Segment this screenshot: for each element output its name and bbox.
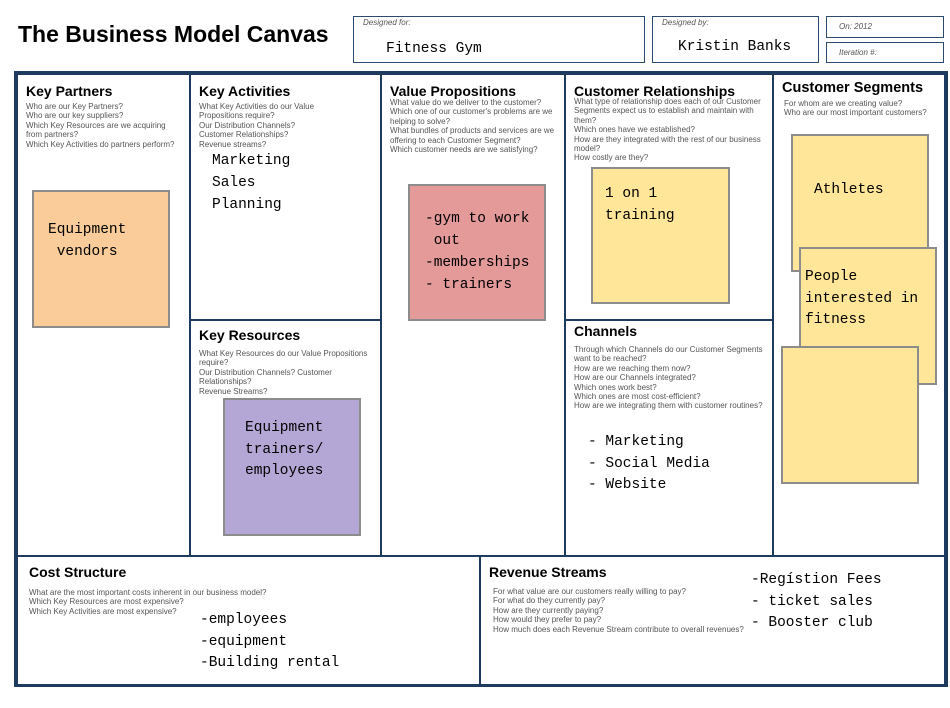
sticky-note-orange[interactable]: Equipment vendors <box>32 190 170 328</box>
key-partners-section: Key Partners Who are our Key Partners? W… <box>18 75 189 555</box>
sticky-note-pink[interactable]: -gym to work out-memberships- trainers <box>408 184 546 321</box>
iteration-label: Iteration #: <box>839 48 877 57</box>
cost-structure-title: Cost Structure <box>29 564 127 580</box>
channels-title: Channels <box>574 323 638 339</box>
designed-by-value: Kristin Banks <box>678 39 792 55</box>
key-resources-questions: What Key Resources do our Value Proposit… <box>199 349 368 396</box>
key-activities-questions: What Key Activities do our Value Proposi… <box>199 102 315 149</box>
revenue-streams-questions: For what value are our customers really … <box>493 587 744 634</box>
key-activities-title: Key Activities <box>199 83 291 99</box>
cost-structure-section: Cost Structure What are the most importa… <box>18 557 479 684</box>
iteration-box[interactable]: Iteration #: <box>826 42 944 63</box>
sticky-note-yellow[interactable] <box>781 346 919 484</box>
note-text: Athletes <box>814 182 884 198</box>
value-propositions-questions: What value do we deliver to the customer… <box>390 98 555 155</box>
customer-relationships-questions: What type of relationship does each of o… <box>574 97 761 163</box>
key-resources-title: Key Resources <box>199 327 301 343</box>
customer-relationships-title: Customer Relationships <box>574 83 736 99</box>
customer-segments-questions: For whom are we creating value? Who are … <box>784 99 927 118</box>
channels-questions: Through which Channels do our Customer S… <box>574 345 763 411</box>
designed-for-value: Fitness Gym <box>386 41 482 57</box>
revenue-streams-section: Revenue Streams For what value are our c… <box>481 557 944 684</box>
revenue-streams-title: Revenue Streams <box>489 564 607 580</box>
cost-structure-text: -employees-equipment-Building rental <box>200 612 340 671</box>
note-text: Equipment vendors <box>48 222 127 260</box>
cost-structure-questions: What are the most important costs inhere… <box>29 588 267 616</box>
value-propositions-section: Value Propositions What value do we deli… <box>382 75 564 555</box>
key-partners-title: Key Partners <box>26 83 113 99</box>
revenue-streams-text: -Regístion Fees- ticket sales- Booster c… <box>751 572 882 631</box>
designed-by-box[interactable]: Designed by: Kristin Banks <box>652 16 819 63</box>
designed-for-label: Designed for: <box>363 18 411 27</box>
value-propositions-title: Value Propositions <box>390 83 517 99</box>
designed-by-label: Designed by: <box>662 18 709 27</box>
canvas-title: The Business Model Canvas <box>18 21 329 47</box>
channels-text: - Marketing- Social Media- Website <box>588 434 710 493</box>
customer-segments-title: Customer Segments <box>782 80 924 96</box>
channels-section: Channels Through which Channels do our C… <box>566 321 772 555</box>
designed-for-box[interactable]: Designed for: Fitness Gym <box>353 16 645 63</box>
date-box[interactable]: On: 2012 <box>826 16 944 38</box>
key-activities-section: Key Activities What Key Activities do ou… <box>191 75 380 319</box>
key-partners-questions: Who are our Key Partners? Who are our ke… <box>26 102 175 149</box>
date-label: On: 2012 <box>839 22 872 31</box>
key-resources-section: Key Resources What Key Resources do our … <box>191 321 380 555</box>
customer-relationships-section: Customer Relationships What type of rela… <box>566 75 772 319</box>
note-text: -gym to work out-memberships- trainers <box>425 211 530 293</box>
customer-segments-section: Customer Segments For whom are we creati… <box>774 75 944 555</box>
